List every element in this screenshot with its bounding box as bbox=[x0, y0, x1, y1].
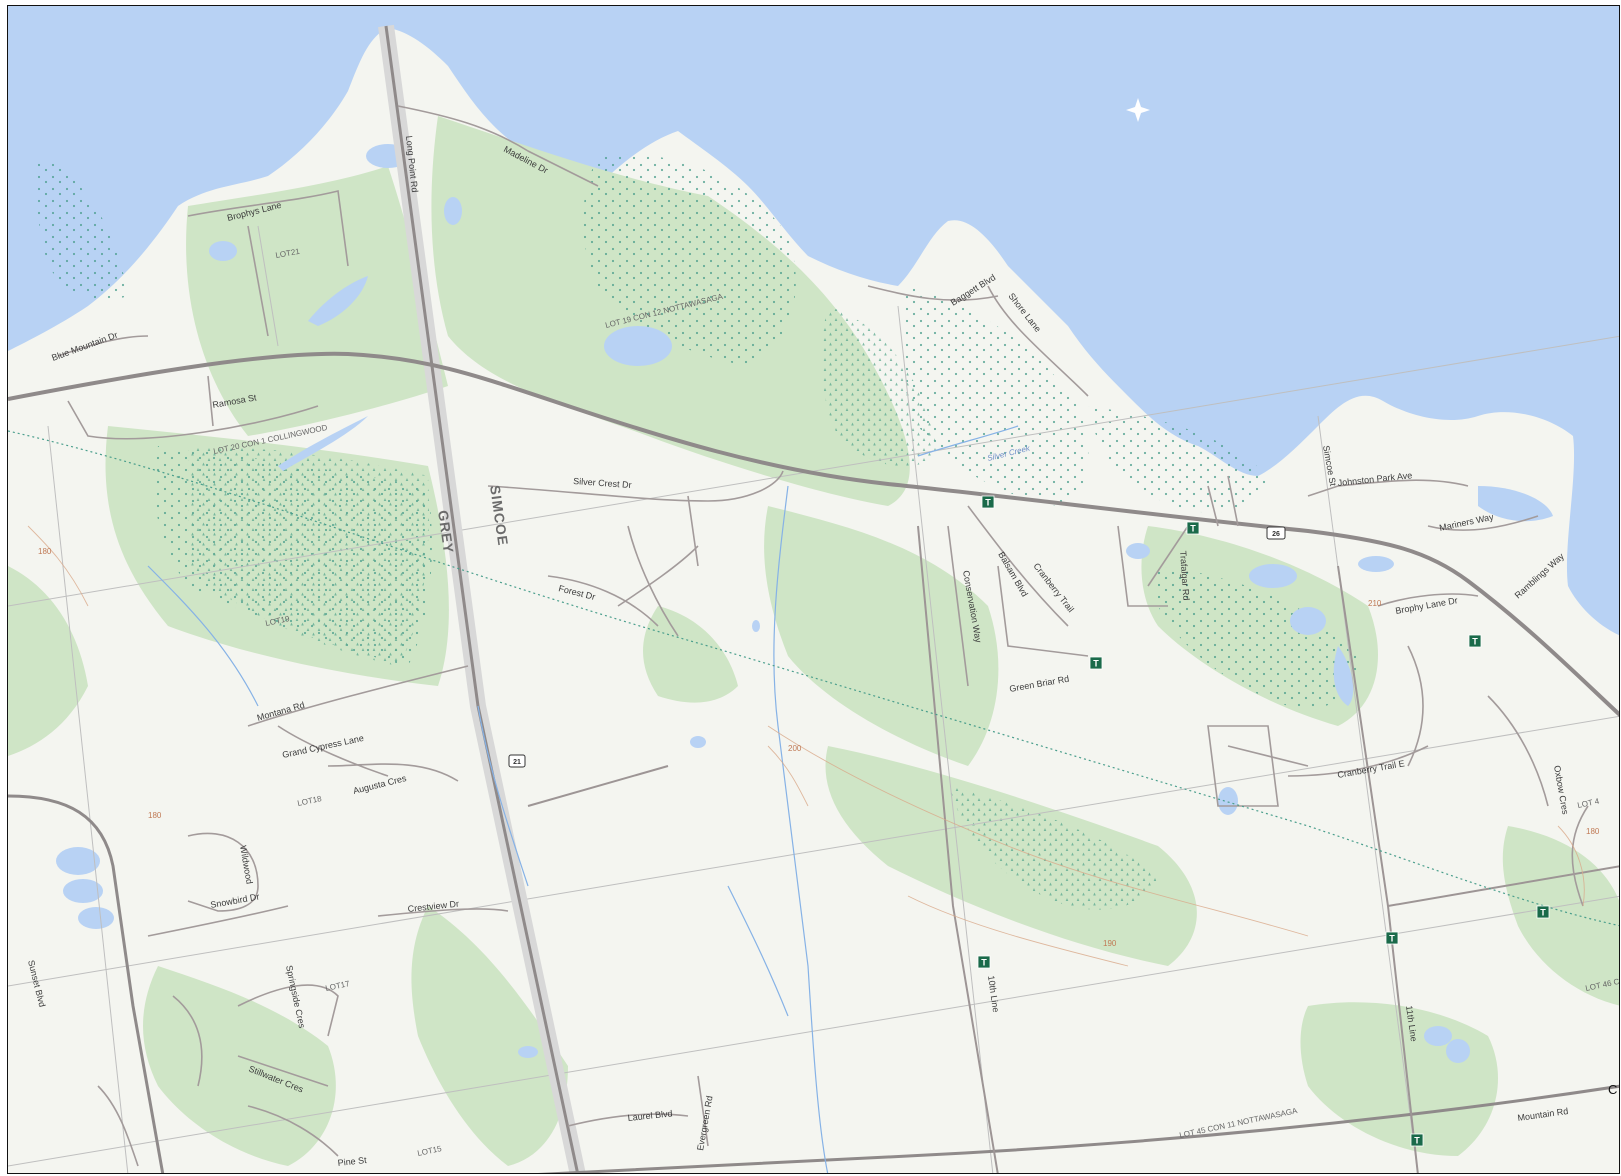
transit-stop-icon: T bbox=[1385, 931, 1399, 945]
elevation-label: 180 bbox=[1586, 827, 1600, 836]
road-label: Trafalgar Rd bbox=[1178, 550, 1191, 600]
transit-stop-icon: T bbox=[1536, 905, 1550, 919]
west-arterial-road bbox=[8, 794, 165, 1173]
local-roads bbox=[57, 105, 1589, 1167]
lot-lines bbox=[8, 225, 1619, 1173]
elevation-label: 180 bbox=[148, 811, 162, 820]
georgian-bay-water bbox=[8, 6, 1619, 636]
highway-shield-21: 21 bbox=[508, 754, 526, 768]
svg-text:T: T bbox=[1389, 934, 1395, 944]
svg-text:T: T bbox=[1190, 524, 1196, 534]
contour-lines bbox=[27, 525, 1585, 967]
svg-text:T: T bbox=[985, 498, 991, 508]
elevation-labels: 180 180 190 200 210 180 bbox=[38, 547, 1600, 948]
trail-path bbox=[8, 430, 1619, 927]
sparkle-icon bbox=[1126, 98, 1150, 122]
elevation-label: 200 bbox=[788, 744, 802, 753]
transit-stop-icon: T bbox=[1410, 1133, 1424, 1147]
highway-shield-26: 26 bbox=[1266, 526, 1286, 540]
road-label: Laurel Blvd bbox=[627, 1108, 673, 1123]
road-label: Silver Crest Dr bbox=[573, 476, 632, 490]
transit-stop-icon: T bbox=[1186, 521, 1200, 535]
svg-text:T: T bbox=[1093, 659, 1099, 669]
svg-text:T: T bbox=[1414, 1136, 1420, 1146]
svg-text:T: T bbox=[1540, 908, 1546, 918]
lot-label: LOT21 bbox=[275, 247, 301, 260]
streams bbox=[147, 425, 1019, 1173]
elevation-label: 190 bbox=[1103, 939, 1117, 948]
county-label-grey: GREY bbox=[435, 509, 457, 554]
mountain-road bbox=[537, 1084, 1619, 1173]
transit-stop-icon: T bbox=[977, 955, 991, 969]
edge-label: C bbox=[1608, 1082, 1617, 1097]
ponds bbox=[56, 144, 1553, 1063]
transit-markers[interactable]: T T T T T T T T bbox=[977, 495, 1550, 1147]
elevation-label: 180 bbox=[38, 547, 52, 556]
topographic-map[interactable]: GREY SIMCOE Long Point Rd Madeline Dr Br… bbox=[7, 5, 1620, 1174]
transit-stop-icon: T bbox=[1468, 634, 1482, 648]
highway-26 bbox=[8, 351, 1619, 717]
elevation-label: 210 bbox=[1368, 599, 1382, 608]
svg-text:21: 21 bbox=[513, 759, 521, 766]
svg-text:T: T bbox=[1472, 637, 1478, 647]
transit-stop-icon: T bbox=[1089, 656, 1103, 670]
transit-stop-icon: T bbox=[981, 495, 995, 509]
svg-text:T: T bbox=[981, 958, 987, 968]
svg-text:26: 26 bbox=[1272, 531, 1280, 538]
road-label: Pine St bbox=[337, 1155, 367, 1168]
